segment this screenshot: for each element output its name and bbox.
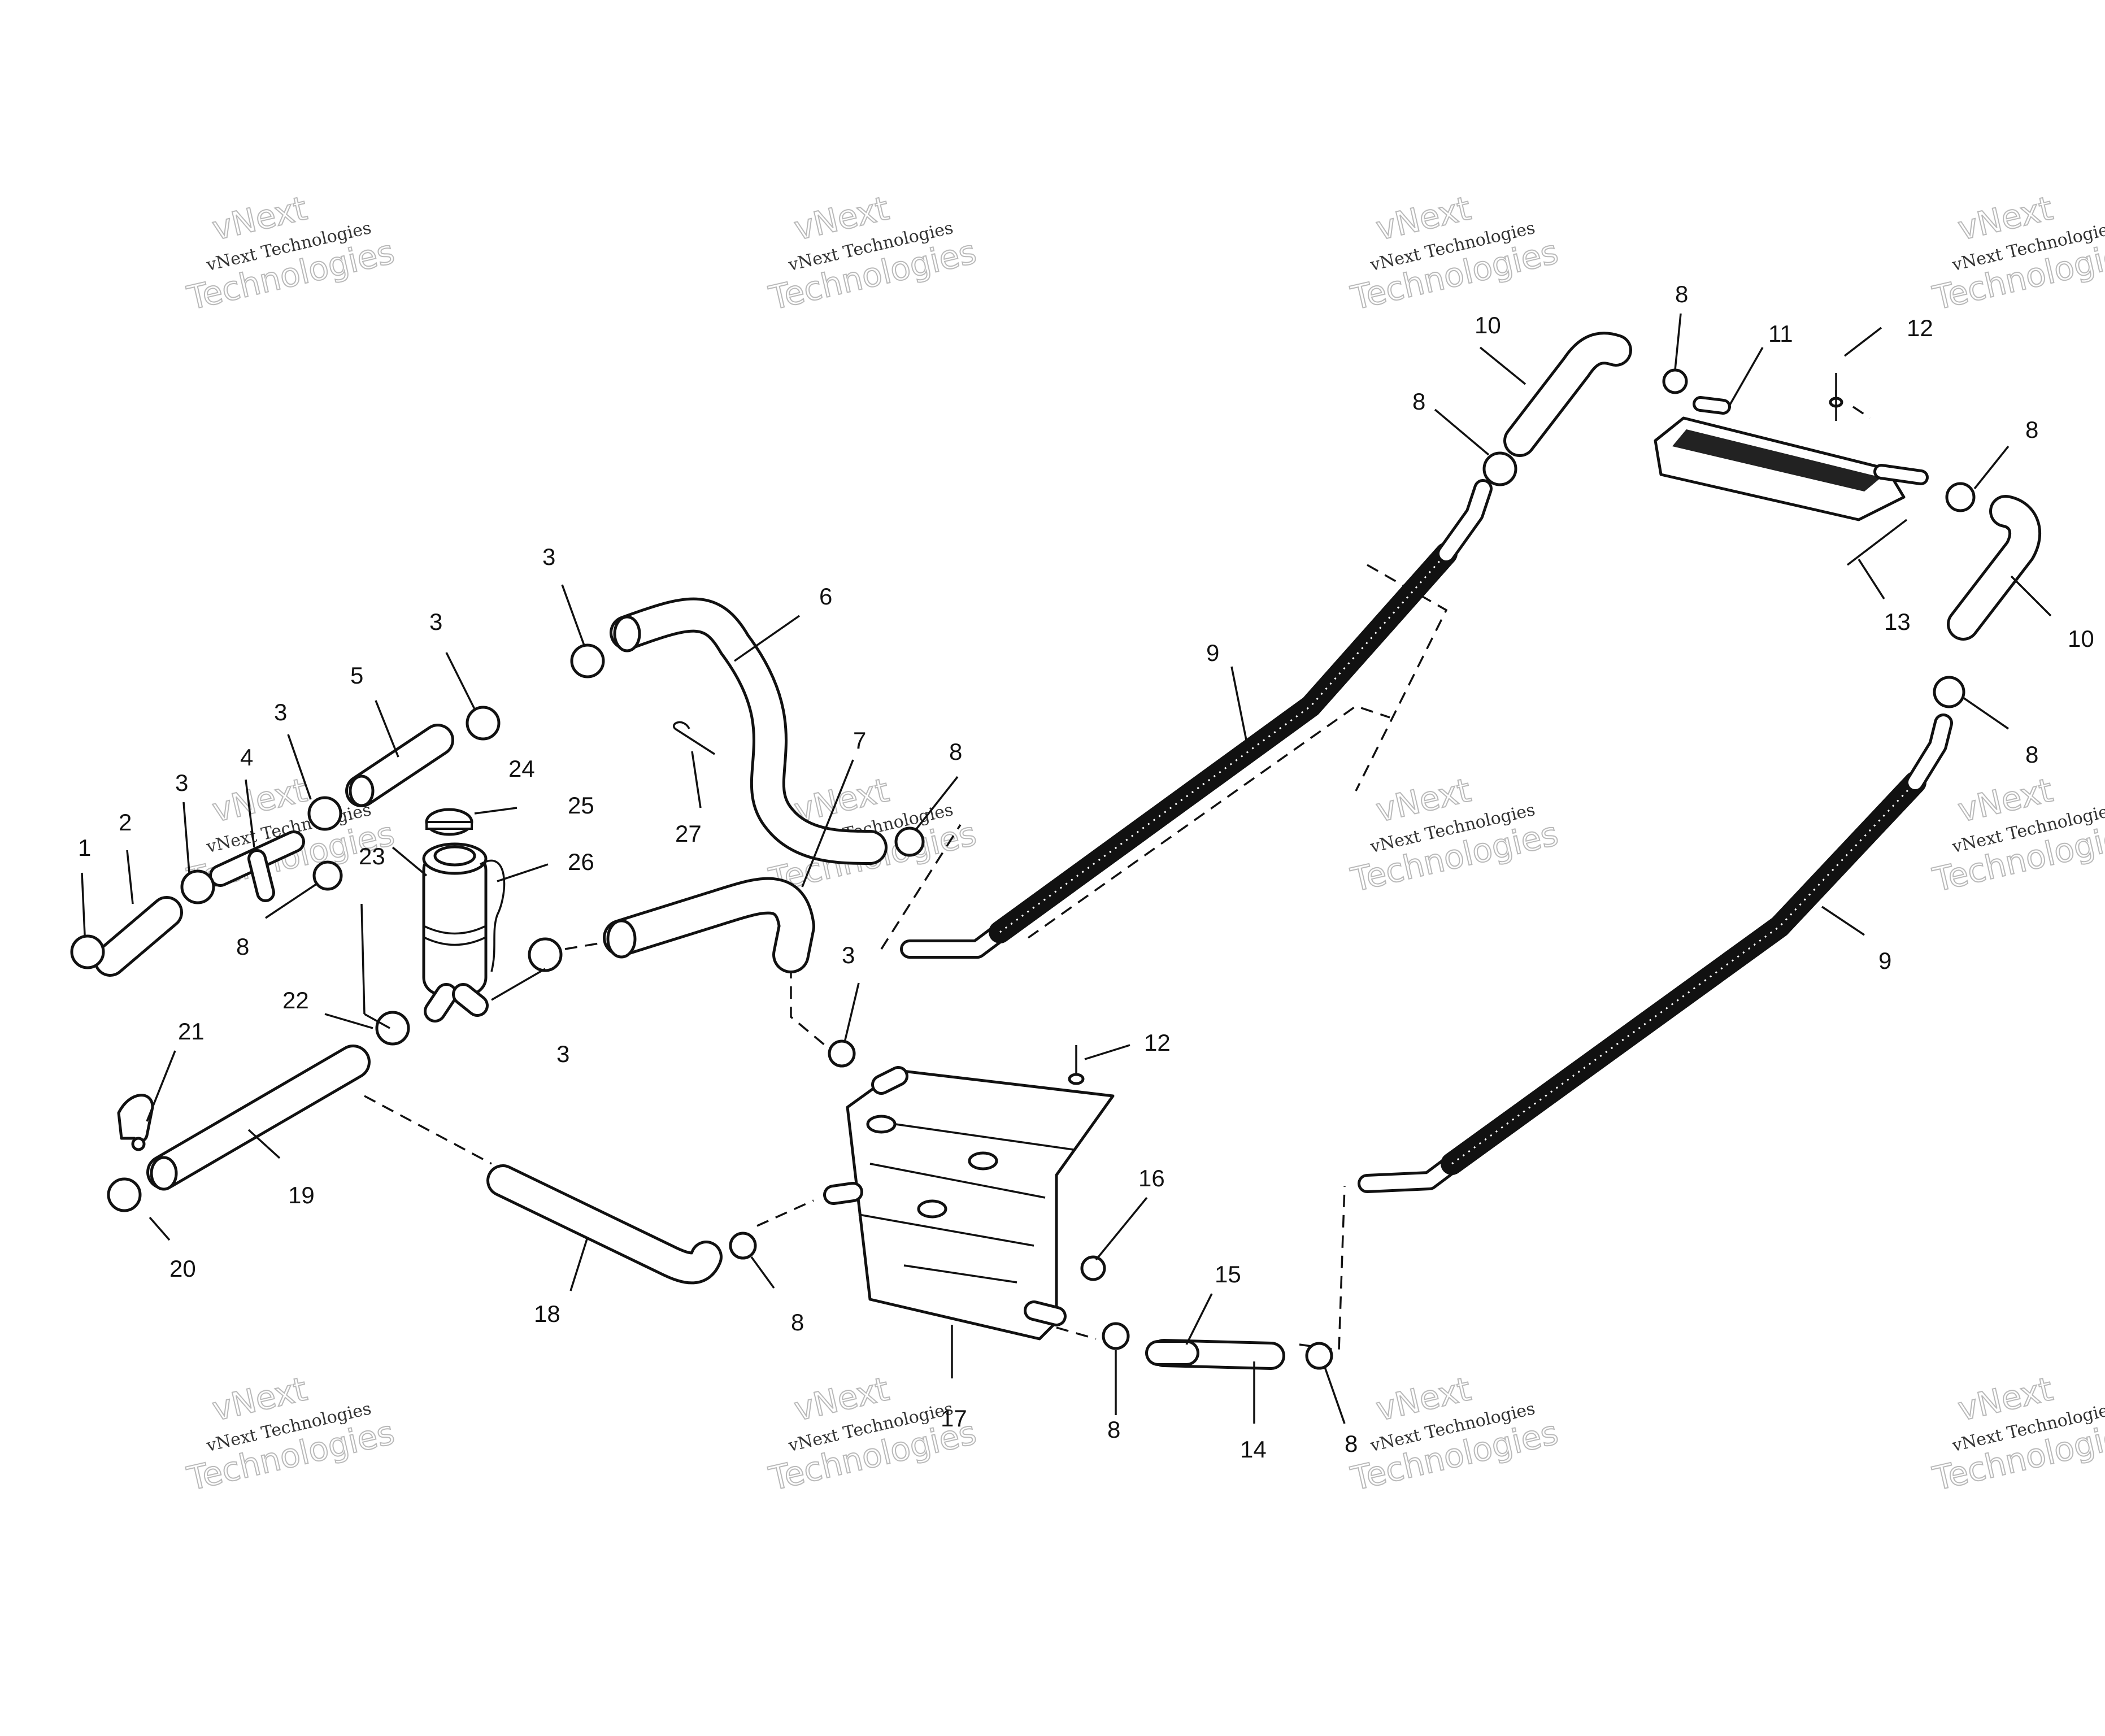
- part-18-hose: [486, 1164, 723, 1285]
- clamp-part-8-d: [1662, 368, 1688, 394]
- callout-18: 18: [534, 1300, 560, 1327]
- callout-3-f: 3: [842, 942, 855, 968]
- part-23-coolant-reservoir: [422, 842, 489, 1023]
- callout-13: 13: [1884, 608, 1911, 635]
- callout-23: 23: [359, 843, 385, 869]
- callout-3-a: 3: [175, 769, 188, 796]
- callout-9-a: 9: [1206, 639, 1219, 666]
- callout-3-e: 3: [556, 1041, 569, 1067]
- callout-8-b: 8: [949, 738, 962, 765]
- callout-labels: 1 2 3 3 3 3 3 3 4 5 6 7 8 8 8 8 8 8 8 8 …: [78, 281, 2094, 1463]
- part-26-overflow-tube: [480, 859, 506, 972]
- watermark: vNext vNext Technologies Technologies: [765, 188, 980, 318]
- callout-9-b: 9: [1878, 947, 1891, 974]
- clamp-part-3-e: [528, 937, 563, 972]
- part-19-hose: [146, 1045, 371, 1191]
- callout-24: 24: [508, 755, 535, 782]
- part-16-grommet: [1080, 1255, 1106, 1281]
- part-7-hose: [603, 877, 815, 973]
- callout-5: 5: [350, 662, 363, 689]
- callout-15: 15: [1215, 1261, 1241, 1287]
- clamp-part-3-b: [307, 796, 342, 831]
- callout-6: 6: [819, 583, 832, 610]
- part-10-elbow-hose-upper: [1503, 332, 1632, 457]
- part-10-elbow-hose-lower: [1947, 495, 2041, 641]
- callout-8-f: 8: [2025, 741, 2038, 768]
- part-27-pin: [673, 721, 715, 755]
- part-14-15-outlet-hose: [1145, 1339, 1285, 1370]
- callout-21: 21: [178, 1018, 205, 1045]
- clamp-part-3-a: [180, 869, 215, 904]
- part-4-tee-connector: [209, 830, 305, 902]
- callout-10-a: 10: [1475, 312, 1501, 338]
- clamp-part-8-b: [894, 826, 925, 857]
- callout-8-h: 8: [1107, 1416, 1120, 1443]
- callout-10-b: 10: [2068, 625, 2094, 652]
- callout-12-a: 12: [1907, 315, 1933, 341]
- callout-8-i: 8: [1345, 1430, 1358, 1457]
- leader-lines: [81, 313, 2052, 1424]
- part-9-heat-exchanger-upper: [900, 479, 1493, 959]
- callout-4: 4: [240, 744, 253, 771]
- part-9-heat-exchanger-lower: [1358, 713, 1953, 1193]
- watermark: vNext vNext Technologies Technologies: [1929, 770, 2105, 900]
- part-12-rivet-lower: [1068, 1045, 1085, 1085]
- callout-3-b: 3: [274, 699, 287, 725]
- callout-8-e: 8: [2025, 416, 2038, 443]
- part-11-heat-exchanger: [1654, 396, 1929, 521]
- callout-25: 25: [568, 792, 594, 819]
- clamp-part-8-i: [1305, 1342, 1333, 1370]
- callout-8-d: 8: [1675, 281, 1688, 307]
- callout-22: 22: [282, 987, 309, 1013]
- clamps: [70, 368, 1976, 1370]
- watermark: vNext vNext Technologies Technologies: [183, 188, 398, 318]
- clamp-part-3-d: [570, 643, 605, 678]
- watermark: vNext vNext Technologies Technologies: [183, 1369, 398, 1499]
- part-2-hose: [94, 896, 183, 977]
- watermark: vNext vNext Technologies Technologies: [1347, 188, 1562, 318]
- callout-14: 14: [1240, 1436, 1267, 1463]
- callout-3-c: 3: [429, 608, 442, 635]
- callout-2: 2: [119, 809, 132, 836]
- callout-16: 16: [1138, 1165, 1165, 1191]
- clamp-part-8-c: [1482, 451, 1517, 486]
- clamp-part-22: [375, 1011, 410, 1046]
- clamp-part-8-f: [1933, 676, 1965, 708]
- watermark: vNext vNext Technologies Technologies: [1929, 188, 2105, 318]
- callout-7: 7: [853, 727, 866, 754]
- callout-8-a: 8: [236, 933, 249, 960]
- callout-17: 17: [941, 1405, 967, 1432]
- callout-20: 20: [169, 1255, 196, 1282]
- clamp-part-1: [70, 934, 105, 969]
- part-13-rod: [1846, 519, 1908, 566]
- callout-12-b: 12: [1144, 1029, 1171, 1056]
- clamp-part-8-a: [312, 860, 343, 891]
- clamp-part-3-c: [466, 706, 501, 741]
- clamp-part-3-f: [828, 1039, 856, 1068]
- callout-8-g: 8: [791, 1309, 804, 1335]
- assembly-dashed-lines: [364, 406, 1871, 1352]
- callout-26: 26: [568, 849, 594, 875]
- watermark: vNext vNext Technologies Technologies: [765, 1369, 980, 1499]
- part-5-hose: [345, 724, 454, 807]
- callout-1: 1: [78, 834, 91, 861]
- callout-8-c: 8: [1412, 388, 1425, 415]
- part-17-cooler-plate: [823, 1066, 1115, 1341]
- clamp-part-8-g: [729, 1232, 757, 1260]
- watermark: vNext vNext Technologies Technologies: [1929, 1369, 2105, 1499]
- clamp-part-8-h: [1102, 1322, 1130, 1350]
- part-6-hose: [610, 597, 888, 865]
- callout-11: 11: [1768, 320, 1793, 347]
- part-21-bracket: [117, 1094, 154, 1151]
- clamp-part-20: [107, 1177, 142, 1212]
- callout-19: 19: [288, 1182, 315, 1208]
- part-24-25-reservoir-cap: [425, 808, 473, 836]
- callout-3-d: 3: [542, 543, 555, 570]
- clamp-part-8-e: [1945, 482, 1976, 512]
- watermark: vNext vNext Technologies Technologies: [1347, 770, 1562, 900]
- watermark: vNext vNext Technologies Technologies: [1347, 1369, 1562, 1499]
- callout-27: 27: [675, 820, 702, 847]
